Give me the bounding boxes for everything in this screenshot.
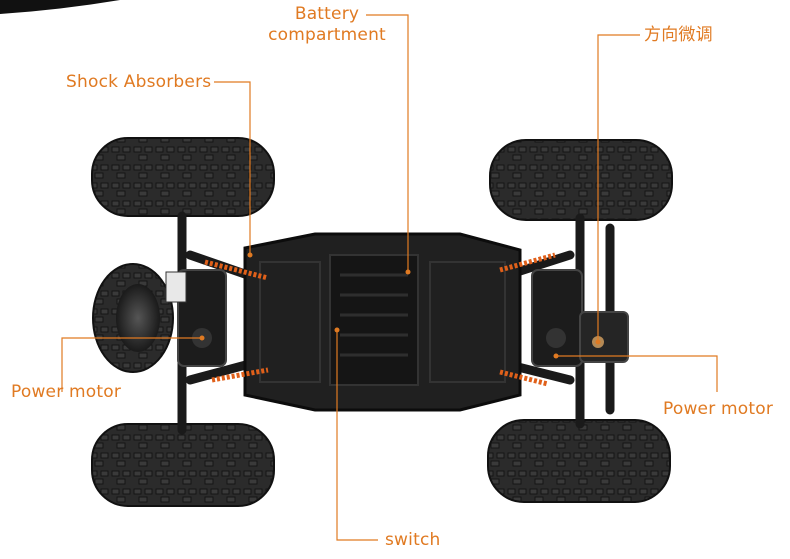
steering-servo <box>579 311 629 363</box>
spare-tire <box>92 263 174 373</box>
motor-right <box>531 269 583 367</box>
tire-rear-right <box>487 419 671 503</box>
chassis <box>243 232 522 412</box>
label-battery-line2: compartment <box>268 25 386 45</box>
leader-steering <box>597 34 640 342</box>
label-steering-trim: 方向微调 <box>644 25 713 45</box>
leader-shock <box>214 81 251 255</box>
tire-front-right <box>489 139 673 221</box>
leader-switch <box>336 330 378 541</box>
label-battery-line1: Battery <box>294 4 360 24</box>
tire-rear-left <box>91 423 275 507</box>
tire-front-left <box>91 137 275 217</box>
label-power-motor-left: Power motor <box>11 382 122 402</box>
label-power-motor-right: Power motor <box>663 399 774 419</box>
leader-battery <box>366 14 409 272</box>
label-shock-absorbers: Shock Absorbers <box>66 72 212 92</box>
leader-power-motor-right <box>556 355 718 392</box>
label-battery-compartment: Battery compartment <box>268 4 386 46</box>
shock-springs <box>204 252 556 387</box>
motor-left <box>165 269 227 367</box>
leader-power-motor-left <box>61 337 202 392</box>
leader-lines <box>61 14 718 541</box>
leader-dots <box>199 252 601 359</box>
corner-swoosh <box>0 0 120 14</box>
label-switch: switch <box>385 530 441 550</box>
